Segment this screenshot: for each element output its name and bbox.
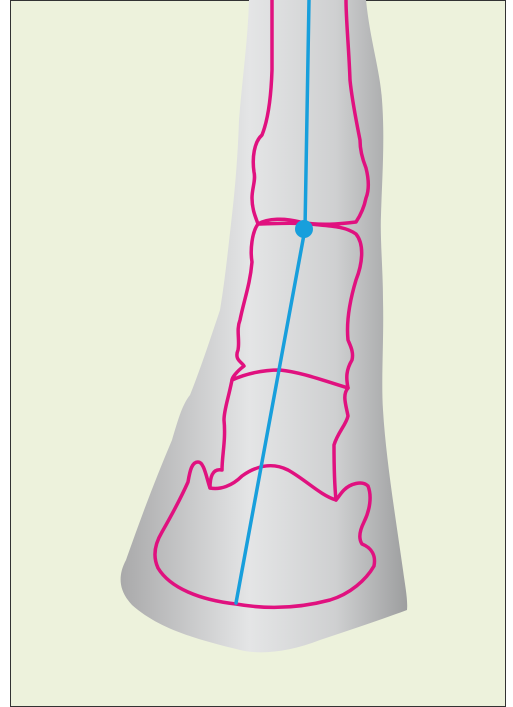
axis-pivot-marker [295, 220, 313, 238]
